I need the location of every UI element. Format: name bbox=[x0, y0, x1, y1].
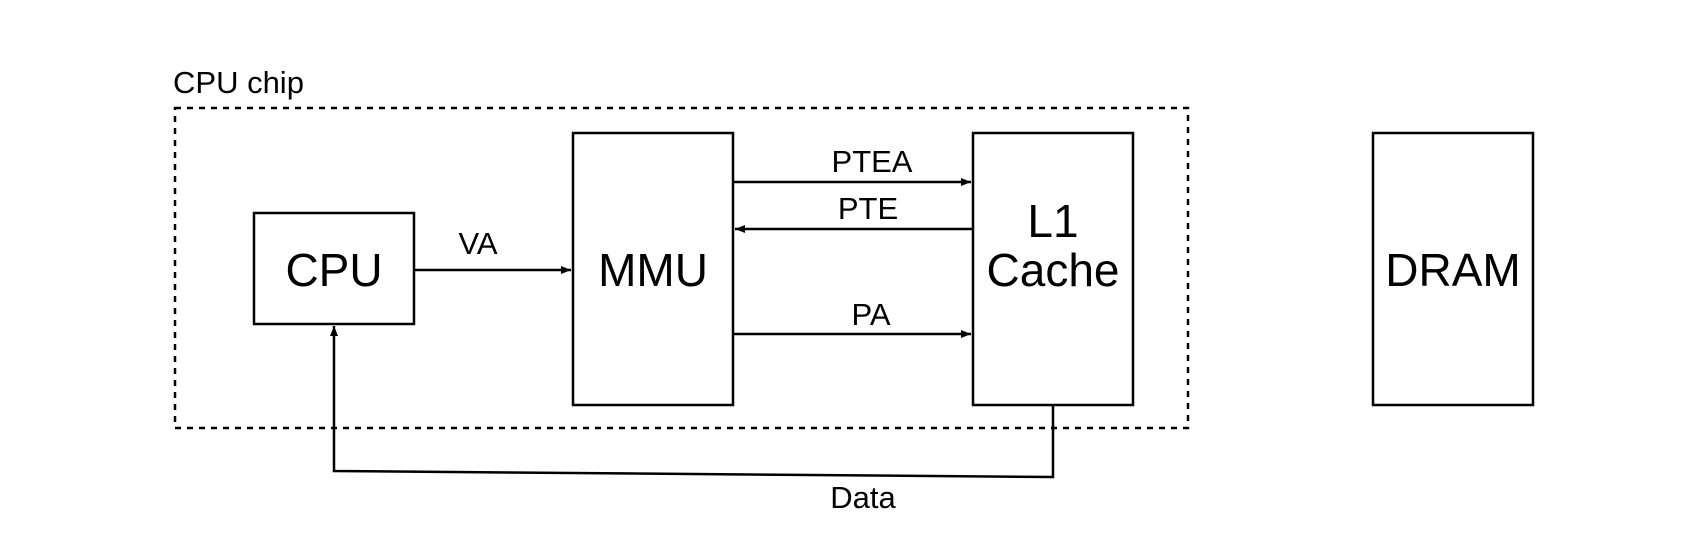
l1-cache-node: L1 Cache bbox=[971, 131, 1135, 407]
l1-cache-label-line1: L1 bbox=[1027, 195, 1078, 247]
ptea-label: PTEA bbox=[832, 144, 913, 179]
va-edge: VA bbox=[414, 226, 571, 274]
l1-cache-label-line2: Cache bbox=[987, 244, 1120, 296]
data-label: Data bbox=[830, 480, 896, 515]
pte-edge: PTE bbox=[735, 191, 973, 233]
cpu-label: CPU bbox=[285, 244, 382, 296]
dram-label: DRAM bbox=[1385, 244, 1520, 296]
mmu-box bbox=[571, 131, 735, 407]
cpu-chip-label: CPU chip bbox=[173, 65, 304, 100]
cpu-box bbox=[252, 211, 416, 326]
cpu-node: CPU bbox=[252, 211, 416, 326]
data-arrow bbox=[330, 326, 1055, 479]
dram-node: DRAM bbox=[1371, 131, 1535, 407]
va-label: VA bbox=[458, 226, 497, 261]
data-edge: Data bbox=[330, 326, 1055, 515]
mmu-node: MMU bbox=[571, 131, 735, 407]
pte-label: PTE bbox=[838, 191, 898, 226]
pa-label: PA bbox=[851, 297, 890, 332]
ptea-edge: PTEA bbox=[733, 144, 971, 186]
dram-box bbox=[1371, 131, 1535, 407]
pa-edge: PA bbox=[733, 297, 971, 338]
cpu-chip-boundary bbox=[173, 106, 1190, 430]
mmu-label: MMU bbox=[598, 244, 708, 296]
